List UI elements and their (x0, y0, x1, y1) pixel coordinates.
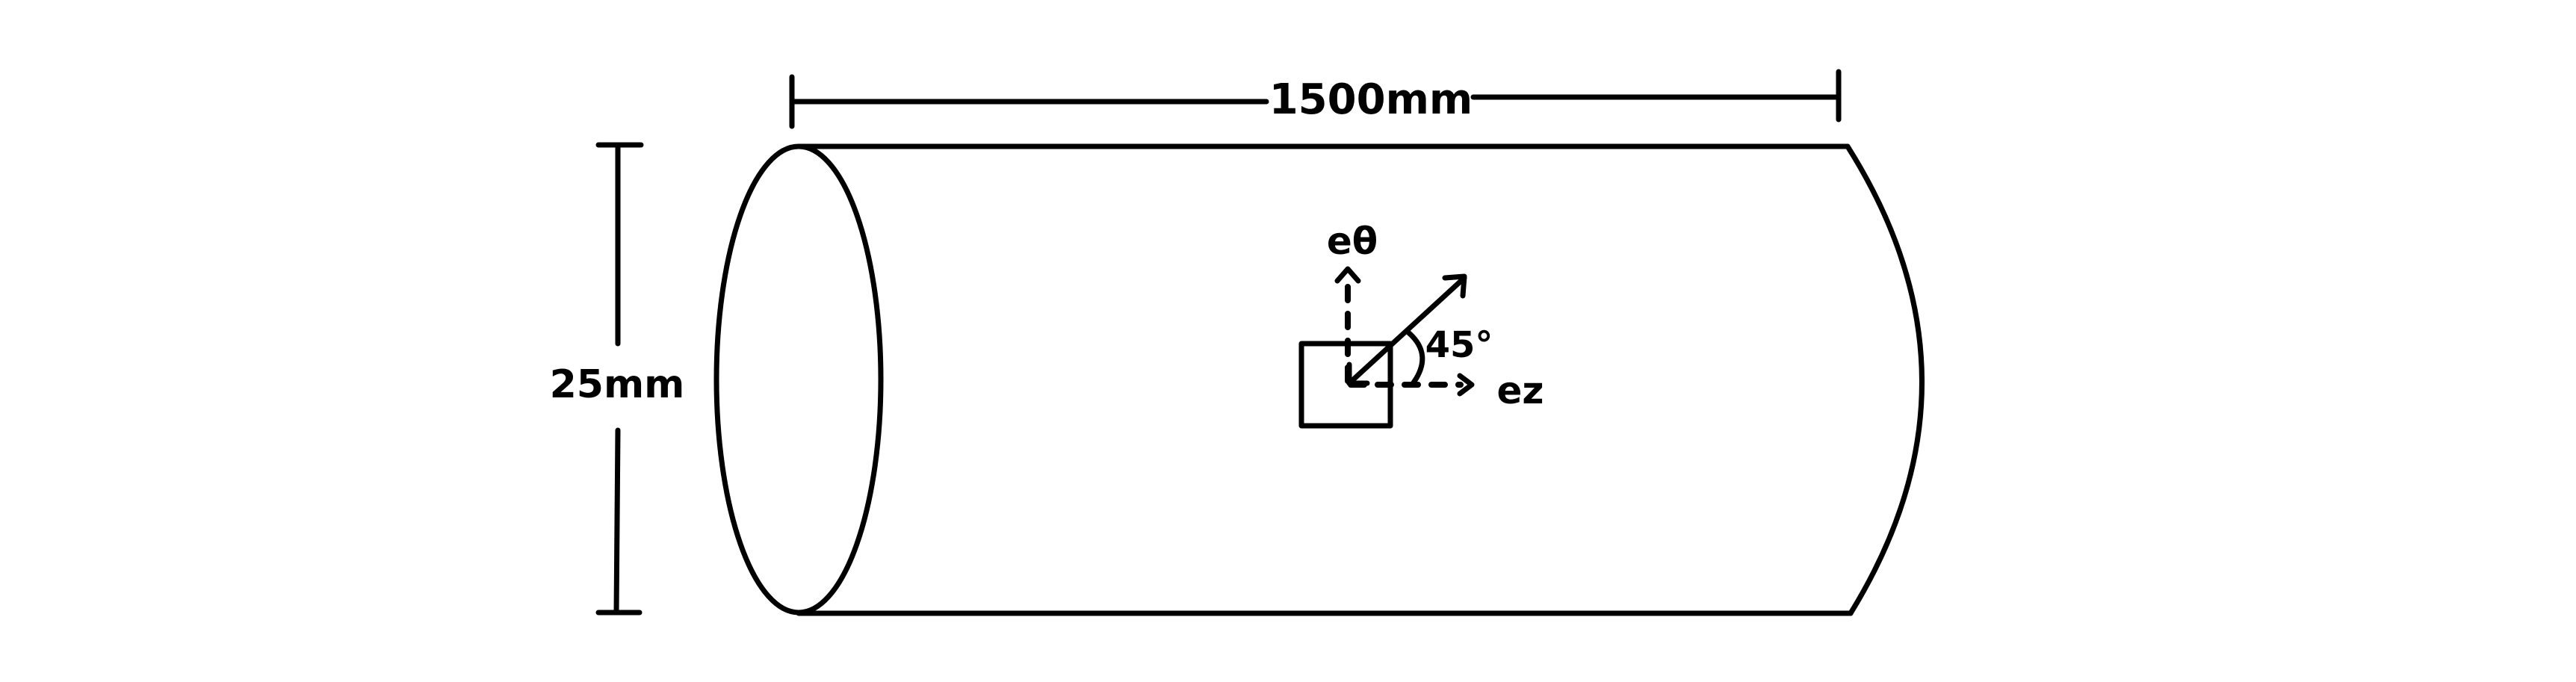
cylinder-end-ellipse (713, 143, 884, 616)
e-theta-arrowhead-icon (1334, 266, 1361, 284)
diameter-label: 25mm (550, 362, 685, 407)
fiber-arrowhead-up-icon (1442, 273, 1467, 299)
e-theta-label: eθ (1327, 220, 1378, 263)
length-label: 1500mm (1269, 75, 1473, 124)
stress-element: eθ ez 45° (1298, 220, 1544, 429)
diameter-line-bottom (613, 427, 621, 616)
fiber-arrowhead-down-icon (1346, 362, 1370, 386)
e-z-arrowhead-icon (1457, 373, 1475, 397)
cylinder-cut-end (1845, 143, 1925, 616)
e-z-label: ez (1496, 369, 1544, 412)
diameter-dimension: 25mm (550, 142, 685, 616)
angle-label: 45° (1425, 324, 1493, 366)
angle-arc (1405, 329, 1425, 388)
length-dimension: 1500mm (789, 69, 1842, 129)
cylinder (713, 143, 1925, 616)
